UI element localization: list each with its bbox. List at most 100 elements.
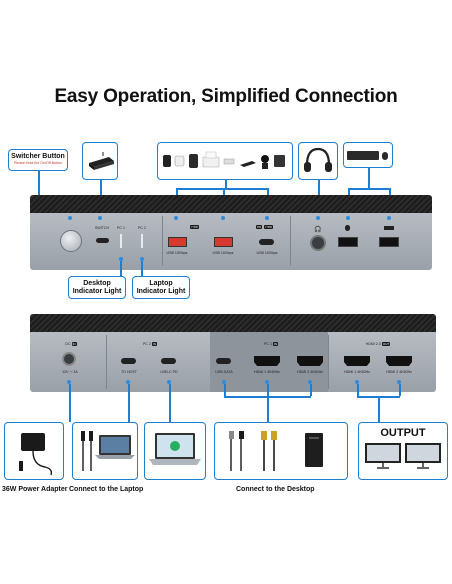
hdmi2-in-port[interactable]: [297, 356, 323, 366]
headset-icon: [304, 147, 332, 172]
connector-line: [176, 188, 268, 190]
pc2-badge: IN: [152, 342, 157, 346]
pd-badge: 7.5W: [264, 225, 274, 229]
power-adapter-box: [4, 422, 64, 480]
output-label: OUTPUT: [380, 427, 426, 439]
usb-data-label: USB DATA: [215, 370, 233, 374]
keyboard-mouse-callout: [343, 142, 393, 168]
usb-data-port[interactable]: [216, 358, 231, 364]
connector-line: [357, 384, 359, 396]
desktop-indicator-callout: Desktop Indicator Light: [68, 276, 126, 299]
hdmi-out-badge: OUT: [381, 342, 391, 346]
desktop-cables-box: [214, 422, 348, 480]
connector-line: [225, 180, 227, 188]
dc-rating: 12V ⎓ 3A: [62, 370, 78, 374]
hdmi2-out-label: HDMI 2 4K60Hz: [386, 370, 412, 374]
hdmi1-out-port[interactable]: [344, 356, 370, 366]
power-adapter-icon: [19, 433, 53, 476]
indicator-dot: [316, 216, 320, 220]
laptop-cables-box: [72, 422, 138, 480]
laptop-box: [144, 422, 206, 480]
connector-line: [368, 168, 370, 188]
to-host-port[interactable]: [121, 358, 136, 364]
hdmi1-in-port[interactable]: [254, 356, 280, 366]
dual-monitor-icon: [365, 443, 441, 469]
pd-badge: 7.5W: [190, 225, 200, 229]
pc1-label: PC 1: [117, 226, 125, 230]
usb2-label: USB 10Gbps: [212, 251, 234, 255]
connector-line: [267, 384, 269, 396]
indicator-dot: [67, 380, 71, 384]
indicator-dot: [119, 257, 123, 261]
desktop-indicator-line-2: Indicator Light: [72, 288, 122, 295]
audio-jack[interactable]: [310, 235, 326, 251]
usb-a-port-2[interactable]: [214, 237, 233, 247]
usb1-label: USB 10Gbps: [166, 251, 188, 255]
indicator-dot: [265, 380, 269, 384]
hdmi2-out-port[interactable]: [386, 356, 412, 366]
pc1-group-text: PC 1: [264, 342, 272, 346]
indicator-dot: [140, 257, 144, 261]
usb-devices-callout: [157, 142, 293, 180]
connector-line: [100, 180, 102, 199]
hdmi-out-group-label: HDMI 2.0 OUT: [358, 342, 398, 346]
usb-a-port-3[interactable]: [338, 237, 358, 247]
usbc-pd-label: USB-C PD: [160, 370, 178, 374]
headset-callout: [298, 142, 338, 180]
switch-button[interactable]: [60, 230, 82, 252]
indicator-dot: [221, 216, 225, 220]
pc1-badge: IN: [273, 342, 278, 346]
keyboard-mouse-icon: [347, 151, 388, 160]
connector-line: [267, 396, 269, 422]
connector-line: [128, 384, 130, 422]
headphone-icon: 🎧: [314, 227, 322, 233]
hdmi2-in-label: HDMI 2 4K60Hz: [297, 370, 323, 374]
connector-line: [176, 188, 178, 199]
desktop-cables-icon: [229, 431, 323, 471]
power-adapter-caption: 36W Power Adapter: [2, 486, 68, 493]
indicator-dot: [265, 216, 269, 220]
usb-c-pd-port[interactable]: [161, 358, 176, 364]
connector-line: [169, 384, 171, 422]
indicator-dot: [387, 216, 391, 220]
keyboard-icon: [384, 226, 394, 230]
dc-power-port[interactable]: [62, 352, 76, 366]
connector-line: [38, 171, 40, 199]
indicator-dot: [397, 380, 401, 384]
laptop-indicator-line-2: Indicator Light: [136, 288, 186, 295]
indicator-dot: [68, 216, 72, 220]
desktop-caption: Connect to the Desktop: [236, 486, 315, 493]
laptop-icon: [149, 433, 201, 465]
connector-line: [318, 180, 320, 199]
laptop-indicator-label: Laptop Indicator Light: [133, 280, 189, 296]
indicator-dot: [126, 380, 130, 384]
pc2-group-label: PC 2 IN: [135, 342, 165, 346]
connector-line: [141, 261, 143, 276]
dc-label: DC IN: [60, 342, 82, 346]
laptop-caption: Connect to the Laptop: [69, 486, 144, 493]
back-panel: [30, 314, 436, 392]
usb-a-port-4[interactable]: [379, 237, 399, 247]
front-panel: [30, 195, 432, 270]
connector-line: [69, 384, 71, 422]
dc-badge: IN: [71, 342, 77, 346]
connector-line: [310, 384, 312, 396]
usbc-label: USB 10Gbps: [256, 251, 278, 255]
desktop-indicator-line-1: Desktop: [83, 280, 111, 287]
indicator-dot: [355, 380, 359, 384]
laptop-cables-icon: [81, 431, 135, 471]
dc-text: DC: [65, 342, 71, 346]
usb-devices-icons: [163, 151, 285, 169]
indicator-dot: [308, 380, 312, 384]
connector-line: [224, 384, 226, 396]
pc2-label: PC 2: [138, 226, 146, 230]
indicator-dot: [98, 216, 102, 220]
usb-c-port-front[interactable]: [259, 239, 274, 245]
connector-line: [399, 384, 401, 396]
indicator-dot: [167, 380, 171, 384]
switch-label: SWITCH: [94, 226, 110, 230]
switch-port[interactable]: [96, 238, 109, 243]
laptop-indicator-callout: Laptop Indicator Light: [132, 276, 190, 299]
switcher-button-callout: Switcher Button Please Hold the On/Off B…: [8, 149, 68, 171]
usb-a-port-1[interactable]: [168, 237, 187, 247]
